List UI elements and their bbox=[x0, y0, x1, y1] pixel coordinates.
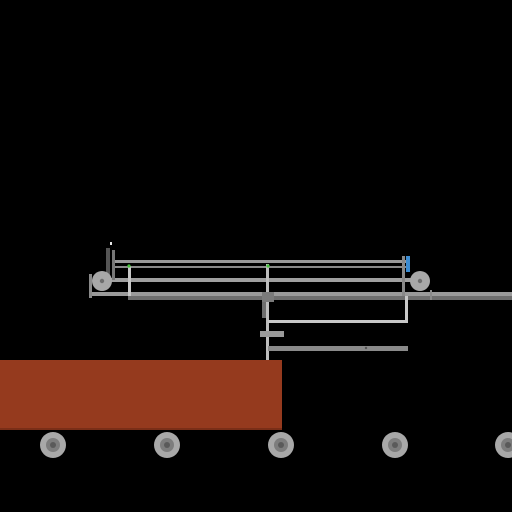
wheel-2 bbox=[154, 432, 180, 458]
cart-block bbox=[0, 360, 282, 430]
wheel-1 bbox=[40, 432, 66, 458]
pulley-right bbox=[410, 271, 430, 291]
left-post bbox=[106, 248, 110, 278]
left-riser bbox=[128, 266, 131, 296]
wheel-hub bbox=[392, 442, 398, 448]
center-bracket bbox=[262, 292, 274, 302]
pulley-hub bbox=[99, 278, 105, 284]
left-edge-post bbox=[89, 274, 92, 298]
wheel-5 bbox=[495, 432, 512, 458]
left-post-marker bbox=[110, 242, 112, 245]
pulley-hub bbox=[417, 278, 423, 284]
right-post bbox=[402, 256, 405, 296]
green-marker-center bbox=[266, 264, 270, 268]
middle-rail bbox=[100, 278, 422, 282]
hanging-bottom-bar bbox=[268, 346, 408, 351]
wheel-4 bbox=[382, 432, 408, 458]
top-rail bbox=[112, 260, 408, 263]
cart-block-edge bbox=[0, 428, 282, 430]
wheel-hub bbox=[164, 442, 170, 448]
top-rail-2 bbox=[112, 266, 408, 268]
center-column-dark bbox=[262, 294, 266, 318]
hanging-small-bar bbox=[260, 331, 284, 337]
long-rail-shadow bbox=[128, 296, 512, 300]
wheel-hub bbox=[50, 442, 56, 448]
hanging-frame-right bbox=[405, 296, 408, 323]
wheel-hub bbox=[278, 442, 284, 448]
center-column bbox=[266, 264, 269, 360]
left-post-2 bbox=[112, 250, 115, 280]
long-rail bbox=[90, 292, 512, 296]
wheel-3 bbox=[268, 432, 294, 458]
wheel-hub bbox=[505, 442, 511, 448]
hanging-frame-top bbox=[268, 320, 408, 323]
wheel-row bbox=[40, 432, 512, 458]
pulley-left bbox=[92, 271, 112, 291]
rail-frame bbox=[89, 242, 512, 360]
right-post-2 bbox=[406, 256, 410, 272]
green-marker-left bbox=[127, 264, 131, 268]
hanging-bottom-dot bbox=[364, 346, 368, 350]
right-edge bbox=[430, 290, 432, 300]
